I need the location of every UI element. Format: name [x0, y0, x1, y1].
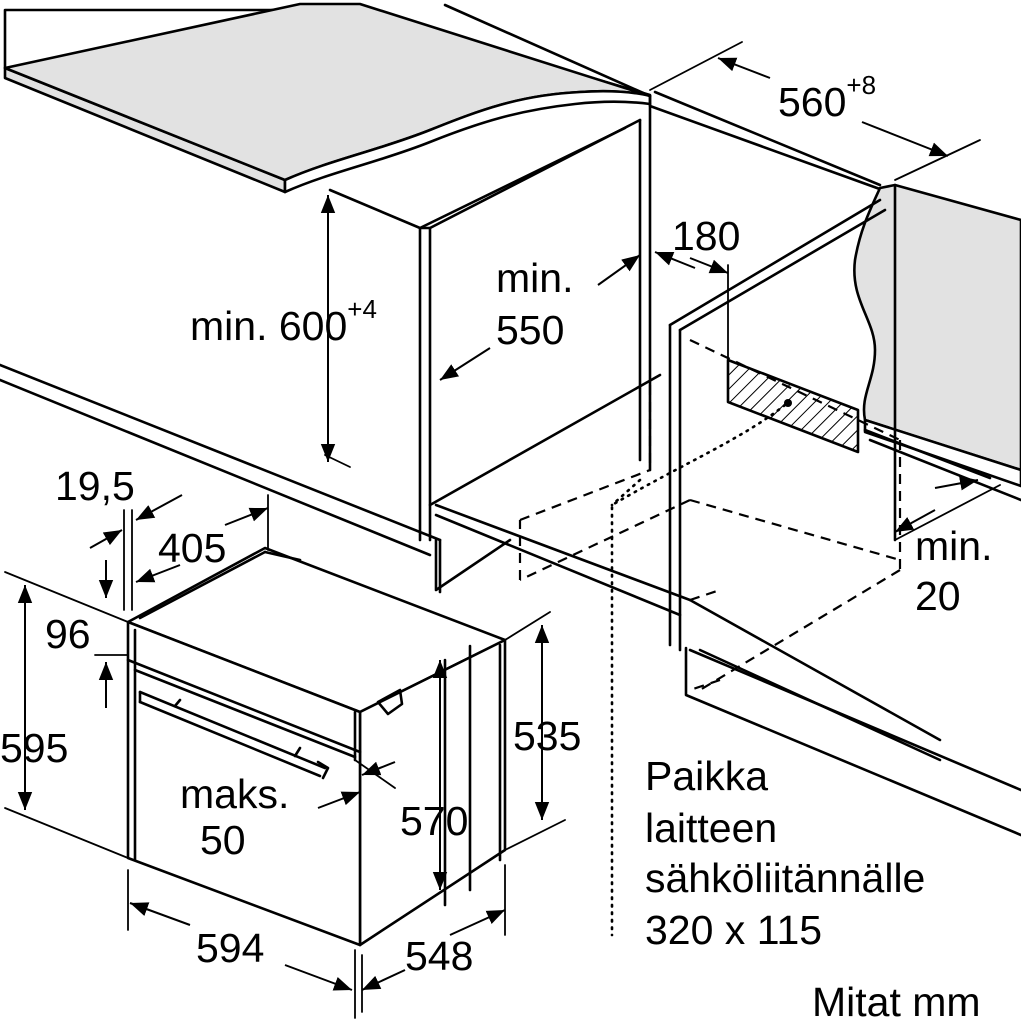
- dimension-lines: [4, 41, 1001, 1019]
- label-405: 405: [158, 525, 226, 571]
- countertop: [3, 2, 652, 194]
- label-connection-line2: laitteen: [645, 805, 777, 851]
- label-560: 560+8: [778, 70, 876, 125]
- oven: [126, 546, 507, 947]
- label-connection-line4: 320 x 115: [645, 907, 822, 953]
- label-96: 96: [45, 611, 91, 657]
- label-connection-line3: sähköliitännälle: [645, 855, 925, 901]
- wall-top-edge: [443, 3, 652, 98]
- label-535: 535: [513, 713, 581, 759]
- label-min-20-line2: 20: [915, 573, 961, 619]
- right-countertop: [853, 183, 1021, 542]
- label-570: 570: [400, 798, 468, 844]
- cabinet-niche: [0, 102, 1021, 837]
- label-min-20-line1: min.: [915, 523, 992, 569]
- label-min-550-line2: 550: [496, 307, 564, 353]
- label-19-5: 19,5: [55, 463, 135, 509]
- side-bracket: [376, 688, 404, 716]
- label-595: 595: [0, 725, 68, 771]
- label-min-550-line1: min.: [496, 255, 573, 301]
- label-maks-line2: 50: [200, 817, 246, 863]
- label-180: 180: [672, 213, 740, 259]
- label-min-600: min. 600+4: [190, 294, 377, 349]
- label-connection-line1: Paikka: [645, 753, 768, 799]
- label-maks-line1: maks.: [180, 771, 289, 817]
- label-548: 548: [405, 933, 473, 979]
- label-594: 594: [196, 925, 264, 971]
- connection-box: [610, 264, 860, 937]
- label-units: Mitat mm: [812, 979, 981, 1020]
- oven-handle: [138, 690, 330, 780]
- connection-leader: [610, 403, 787, 937]
- hidden-lines: [518, 339, 902, 692]
